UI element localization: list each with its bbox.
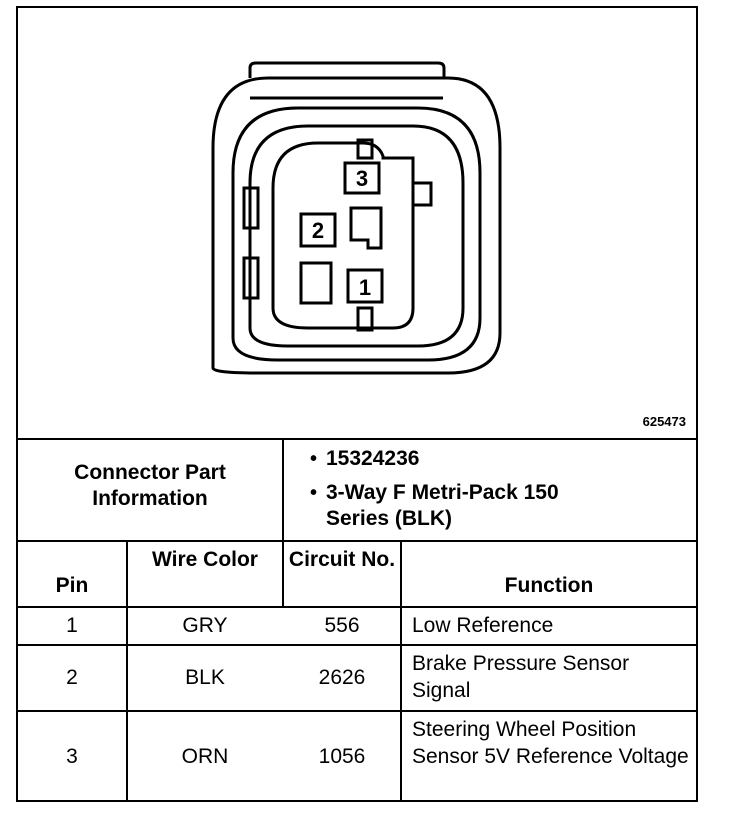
table-cell-circuit: 2626 <box>318 666 366 689</box>
pin-cavity-block <box>271 141 415 330</box>
pin-1-box: 1 <box>346 268 384 304</box>
header-function: Function <box>504 574 594 597</box>
pin-2-label: 2 <box>312 218 324 243</box>
divider <box>18 540 696 542</box>
divider <box>400 540 402 802</box>
pin-1-label: 1 <box>359 275 371 300</box>
figure-number: 625473 <box>642 414 686 429</box>
divider <box>126 540 128 802</box>
pin-3-box: 3 <box>343 161 381 195</box>
header-circuit-no: Circuit No. <box>288 548 396 571</box>
table-cell-circuit: 556 <box>324 614 360 637</box>
connector-inner-housing <box>231 106 482 362</box>
table-cell-circuit: 1056 <box>318 745 366 768</box>
table-cell-wire-color: BLK <box>185 666 225 689</box>
connector-face-svg: 3 2 1 <box>211 61 502 375</box>
table-cell-pin: 2 <box>66 666 78 689</box>
header-pin: Pin <box>55 574 89 597</box>
table-cell-wire-color: ORN <box>181 745 229 768</box>
connector-latch <box>248 61 446 78</box>
table-cell-pin: 1 <box>66 614 78 637</box>
header-wire-color: Wire Color <box>152 548 258 571</box>
connector-type: 3-Way F Metri-Pack 150 Series (BLK) <box>326 481 559 530</box>
divider <box>18 606 696 608</box>
pin-2-box: 2 <box>299 212 337 248</box>
divider <box>18 710 696 712</box>
divider <box>282 438 284 606</box>
bullet: • <box>310 482 318 504</box>
divider <box>18 644 696 646</box>
connector-drawing: 3 2 1 625473 <box>18 8 696 438</box>
table-cell-function: Brake Pressure Sensor Signal <box>412 652 630 702</box>
table-cell-function: Steering Wheel Position Sensor 5V Refere… <box>412 718 689 768</box>
pin-3-label: 3 <box>356 166 368 191</box>
divider <box>18 438 696 440</box>
connector-part-info-label: Connector Part Information <box>74 461 226 510</box>
table-cell-pin: 3 <box>66 745 78 768</box>
connector-figure: 3 2 1 625473 Connector Part Information … <box>16 6 698 802</box>
table-cell-function: Low Reference <box>412 614 554 637</box>
bullet: • <box>310 448 318 470</box>
connector-outer-shell <box>211 76 502 375</box>
table-cell-wire-color: GRY <box>182 614 228 637</box>
part-number: 15324236 <box>326 447 420 470</box>
